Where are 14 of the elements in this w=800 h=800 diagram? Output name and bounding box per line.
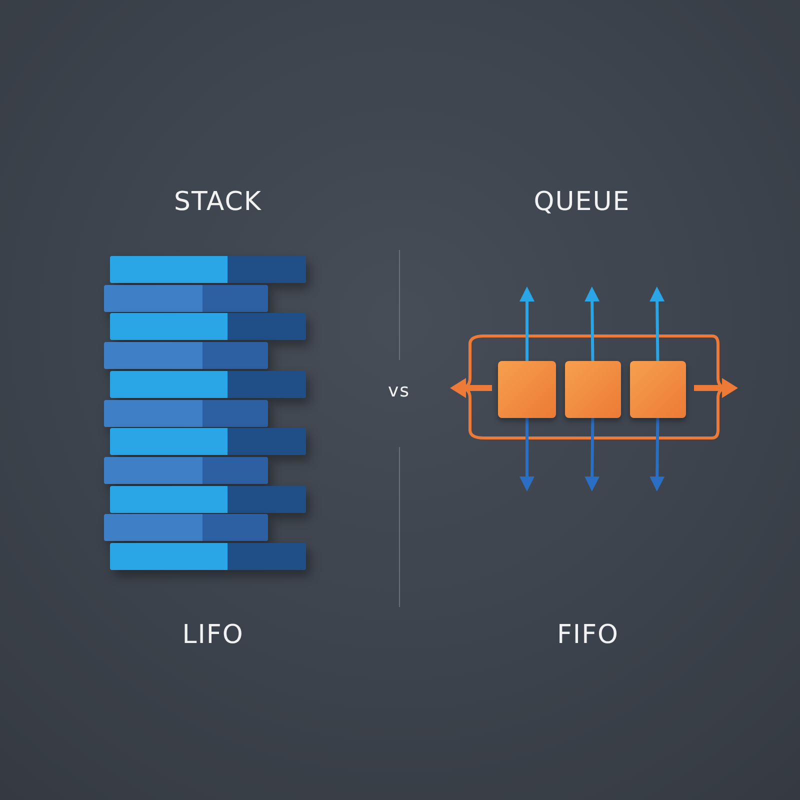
arrow bbox=[650, 418, 665, 492]
heading-label: FIFO bbox=[556, 620, 620, 650]
heading-label: LIFO bbox=[182, 620, 244, 650]
arrow bbox=[520, 286, 534, 361]
heading-label: STACK bbox=[174, 187, 262, 217]
queue-item-box bbox=[498, 361, 556, 418]
heading-label: vs bbox=[388, 380, 410, 402]
arrow bbox=[650, 286, 665, 362]
arrow bbox=[584, 418, 600, 492]
heading-label: QUEUE bbox=[534, 187, 630, 217]
arrow bbox=[520, 418, 534, 492]
queue-item-box bbox=[565, 361, 621, 418]
arrow bbox=[584, 286, 600, 362]
queue-item-box bbox=[630, 361, 686, 418]
